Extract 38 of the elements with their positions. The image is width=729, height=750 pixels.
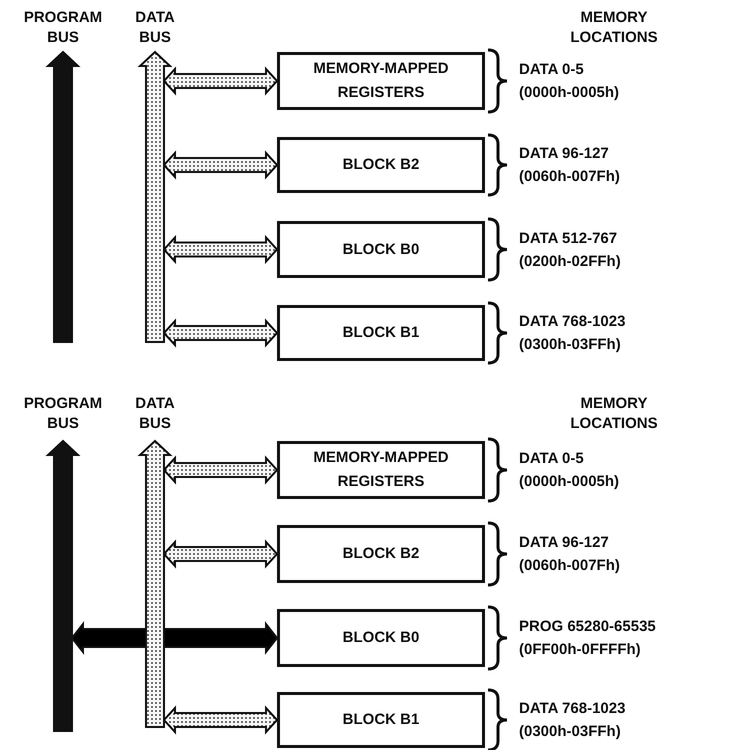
address-range: DATA 512-767 <box>519 228 618 248</box>
address-range: (0000h-0005h) <box>519 83 620 103</box>
memory-block: BLOCK B2 <box>277 137 485 193</box>
memory-block: BLOCK B1 <box>277 305 485 361</box>
memory-block: MEMORY-MAPPED REGISTERS <box>277 441 485 499</box>
double-arrow <box>162 318 278 348</box>
memory-block: BLOCK B2 <box>277 525 485 583</box>
double-arrow <box>162 234 278 264</box>
bus-label: PROGRAM BUS <box>22 394 104 434</box>
address-range: DATA 768-1023 <box>519 699 626 719</box>
bus-label: DATA BUS <box>134 8 176 48</box>
address-range: DATA 0-5 <box>519 449 585 469</box>
double-arrow <box>162 539 278 569</box>
double-arrow <box>70 621 278 655</box>
column-heading: MEMORY LOCATIONS <box>569 8 659 48</box>
memory-block: BLOCK B0 <box>277 609 485 667</box>
double-arrow <box>162 150 278 180</box>
memory-block: MEMORY-MAPPED REGISTERS <box>277 52 485 110</box>
address-range: DATA 0-5 <box>519 60 585 80</box>
bus-label: PROGRAM BUS <box>22 8 104 48</box>
address-range: DATA 768-1023 <box>519 312 626 332</box>
column-heading: MEMORY LOCATIONS <box>569 394 659 434</box>
bus-label: DATA BUS <box>134 394 176 434</box>
address-range: (0060h-007Fh) <box>519 556 620 576</box>
address-range: (0000h-0005h) <box>519 472 620 492</box>
memory-block: BLOCK B1 <box>277 692 485 748</box>
double-arrow <box>162 66 278 96</box>
address-range: (0300h-03FFh) <box>519 335 622 355</box>
double-arrow <box>162 705 278 735</box>
address-range: DATA 96-127 <box>519 144 610 164</box>
address-range: (0FF00h-0FFFFh) <box>519 640 642 660</box>
address-range: PROG 65280-65535 <box>519 617 656 637</box>
address-range: DATA 96-127 <box>519 533 610 553</box>
double-arrow <box>162 455 278 485</box>
memory-block: BLOCK B0 <box>277 221 485 278</box>
address-range: (0060h-007Fh) <box>519 167 620 187</box>
address-range: (0300h-03FFh) <box>519 722 622 742</box>
address-range: (0200h-02FFh) <box>519 252 621 272</box>
